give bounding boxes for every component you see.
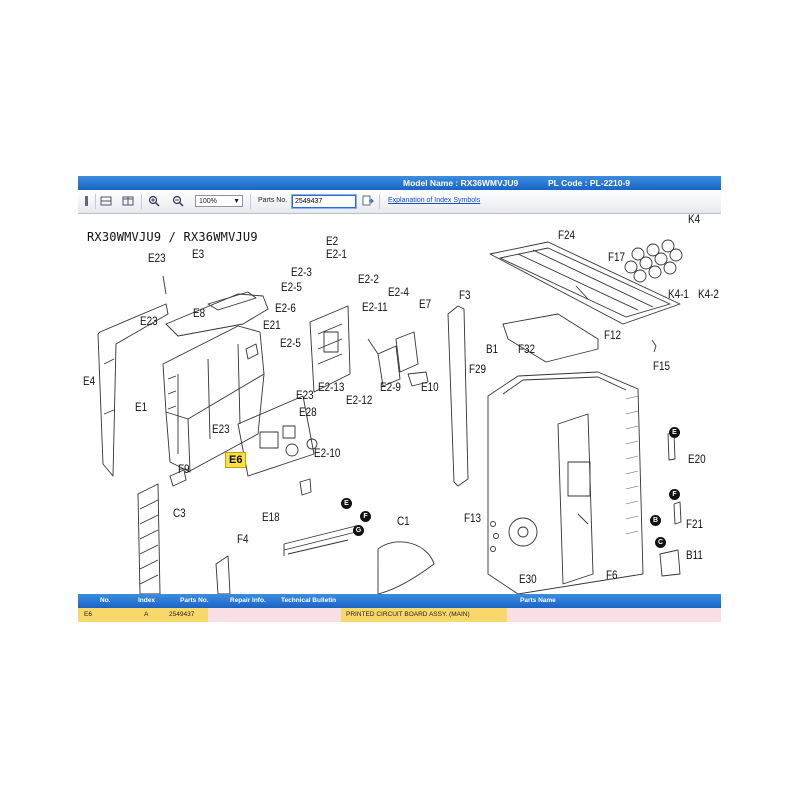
callout-e2-3[interactable]: E2-3 [291, 267, 312, 279]
marker-c: C [655, 537, 666, 548]
callout-e3[interactable]: E3 [192, 249, 205, 261]
callout-e2-5[interactable]: E2-5 [281, 282, 302, 294]
callout-e2-11[interactable]: E2-11 [362, 302, 388, 314]
callout-e7[interactable]: E7 [419, 299, 432, 311]
zoom-value: 100% [199, 198, 217, 205]
toolbar-divider [95, 194, 96, 209]
marker-e: E [669, 427, 680, 438]
callout-e2-13[interactable]: E2-13 [318, 382, 345, 394]
marker-e: E [341, 498, 352, 509]
callout-f9[interactable]: F9 [178, 464, 190, 476]
toolbar-divider [379, 194, 380, 209]
marker-f: F [360, 511, 371, 522]
diagram-drawing [97, 239, 683, 594]
callout-f12[interactable]: F12 [604, 330, 622, 342]
cell-parts-name: PRINTED CIRCUIT BOARD ASSY. (MAIN) [346, 611, 470, 618]
callout-f15[interactable]: F15 [653, 361, 671, 373]
callout-f13[interactable]: F13 [464, 513, 482, 525]
search-go-icon[interactable] [362, 195, 374, 207]
toolbar: 100% ▼ Parts No. Explanation of Index Sy… [78, 190, 721, 214]
explanation-link[interactable]: Explanation of Index Symbols [388, 197, 481, 204]
marker-b: B [650, 515, 661, 526]
layout-horizontal-icon[interactable] [100, 195, 112, 207]
exploded-diagram: RX30WMVJU9 / RX36WMVJU9 E23 E3 E23 E8 E4… [78, 214, 721, 594]
callout-e2-1[interactable]: E2-1 [326, 249, 347, 261]
parts-table-header: No. Index Parts No. Repair Info. Technic… [78, 594, 721, 608]
column-header-no: No. [100, 597, 111, 604]
cell-index: A [144, 611, 149, 618]
column-header-technical-bulletin: Technical Bulletin [281, 597, 337, 604]
column-header-parts-name: Parts Name [520, 597, 556, 604]
callout-e20[interactable]: E20 [688, 454, 706, 466]
callout-e6-highlighted[interactable]: E6 [225, 452, 247, 468]
callout-f3[interactable]: F3 [459, 290, 471, 302]
cell-no: E6 [84, 611, 92, 618]
callout-b11[interactable]: B11 [686, 550, 703, 562]
column-header-parts-no: Parts No. [180, 597, 209, 604]
toolbar-divider [141, 194, 142, 209]
callout-e30[interactable]: E30 [519, 574, 537, 586]
model-name: Model Name : RX36WMVJU9 [403, 178, 519, 188]
callout-f4[interactable]: F4 [237, 534, 249, 546]
pl-code: PL Code : PL-2210-9 [548, 178, 631, 188]
title-bar: Model Name : RX36WMVJU9 PL Code : PL-221… [78, 176, 721, 190]
callout-e8[interactable]: E8 [193, 308, 206, 320]
callout-e23[interactable]: E23 [212, 424, 230, 436]
callout-e18[interactable]: E18 [262, 512, 280, 524]
column-header-index: Index [138, 597, 155, 604]
marker-g: G [353, 525, 364, 536]
cell-parts-no: 2549437 [169, 611, 195, 618]
callout-e10[interactable]: E10 [421, 382, 439, 394]
callout-b1[interactable]: B1 [486, 344, 499, 356]
callout-e21[interactable]: E21 [263, 320, 281, 332]
callout-e23[interactable]: E23 [296, 390, 314, 402]
zoom-out-icon[interactable] [172, 195, 184, 207]
table-row[interactable]: E6 A 2549437 PRINTED CIRCUIT BOARD ASSY.… [78, 608, 721, 622]
callout-e23[interactable]: E23 [148, 253, 166, 265]
callout-e2-4[interactable]: E2-4 [388, 287, 409, 299]
callout-f32[interactable]: F32 [518, 344, 536, 356]
model-title: RX30WMVJU9 / RX36WMVJU9 [87, 230, 258, 244]
chevron-down-icon: ▼ [233, 198, 240, 205]
callout-e2[interactable]: E2 [326, 236, 339, 248]
parts-catalog-viewer: Model Name : RX36WMVJU9 PL Code : PL-221… [78, 176, 721, 624]
callout-e2-12[interactable]: E2-12 [346, 395, 373, 407]
layout-split-icon[interactable] [122, 195, 134, 207]
zoom-select[interactable]: 100% ▼ [195, 195, 243, 207]
callout-e2-9[interactable]: E2-9 [380, 382, 401, 394]
row-highlight [341, 608, 507, 622]
toolbar-divider [250, 194, 251, 209]
callout-f17[interactable]: F17 [608, 252, 626, 264]
callout-k4-2[interactable]: K4-2 [698, 289, 719, 301]
callout-f24[interactable]: F24 [558, 230, 576, 242]
parts-no-label: Parts No. [258, 197, 288, 204]
row-highlight [78, 608, 208, 622]
column-header-repair-info: Repair Info. [230, 597, 266, 604]
callout-e28[interactable]: E28 [299, 407, 317, 419]
callout-e1[interactable]: E1 [135, 402, 148, 414]
callout-e2-10[interactable]: E2-10 [314, 448, 341, 460]
callout-e2-5[interactable]: E2-5 [280, 338, 301, 350]
callout-e23[interactable]: E23 [140, 316, 158, 328]
callout-k4-1[interactable]: K4-1 [668, 289, 689, 301]
callout-f21[interactable]: F21 [686, 519, 704, 531]
callout-e2-2[interactable]: E2-2 [358, 274, 379, 286]
layout-single-icon[interactable] [81, 195, 93, 207]
callout-f29[interactable]: F29 [469, 364, 487, 376]
callout-c3[interactable]: C3 [173, 508, 186, 520]
callout-e4[interactable]: E4 [83, 376, 96, 388]
callout-f6[interactable]: F6 [606, 570, 618, 582]
zoom-in-icon[interactable] [148, 195, 160, 207]
parts-no-input[interactable] [292, 195, 356, 208]
marker-f: F [669, 489, 680, 500]
callout-e2-6[interactable]: E2-6 [275, 303, 296, 315]
callout-c1[interactable]: C1 [397, 516, 410, 528]
callout-k4[interactable]: K4 [688, 214, 701, 226]
